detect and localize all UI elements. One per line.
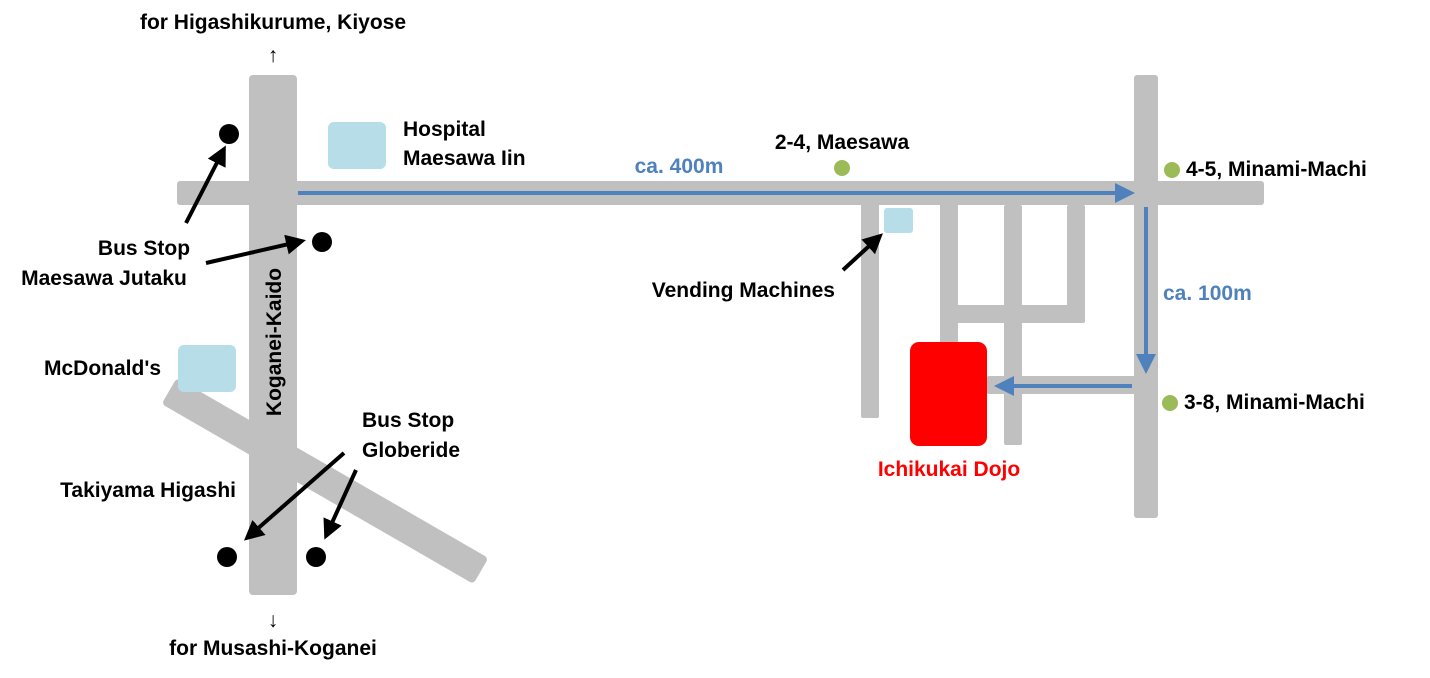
hospital-building [328, 122, 386, 169]
north-direction-label: for Higashikurume, Kiyose [140, 11, 406, 34]
hospital-label-line2: Maesawa Iin [403, 147, 526, 170]
south-arrow-glyph: ↓ [268, 609, 279, 632]
road-label-koganei-kaido: Koganei-Kaido [263, 268, 286, 416]
mcdonalds-building [178, 345, 236, 392]
pointer-arrow-bus-stop-north [184, 145, 226, 224]
dojo-label: Ichikukai Dojo [878, 458, 1020, 481]
address-label-minami-38: 3-8, Minami-Machi [1184, 391, 1365, 414]
bus-stop-maesawa-label-line1: Bus Stop [98, 237, 190, 260]
pointer-arrow-vending [841, 233, 883, 272]
vending-machines-label: Vending Machines [652, 279, 835, 302]
bus-stop-marker-maesawa-east [312, 232, 332, 252]
hospital-label-line1: Hospital [403, 118, 486, 141]
pointer-arrow-bus-stop-east [205, 234, 306, 265]
north-arrow-glyph: ↑ [268, 44, 279, 67]
pointer-arrow-globeride-west [243, 451, 346, 541]
side-street-4 [1067, 205, 1085, 323]
cross-street [950, 305, 1084, 323]
pointer-arrow-globeride-east [323, 469, 358, 540]
address-marker-maesawa [834, 160, 850, 176]
distance-label-east: ca. 400m [635, 155, 724, 178]
bus-stop-marker-globeride-west [217, 547, 237, 567]
south-direction-label: for Musashi-Koganei [169, 637, 377, 660]
side-street-1 [861, 200, 879, 418]
bus-stop-maesawa-label-line2: Maesawa Jutaku [21, 267, 187, 290]
diagonal-road [163, 379, 487, 583]
side-street-3 [1004, 205, 1022, 445]
vending-machines-building [884, 208, 913, 233]
bus-stop-globeride-label-line2: Globeride [362, 439, 460, 462]
bus-stop-globeride-label-line1: Bus Stop [362, 409, 454, 432]
address-label-maesawa: 2-4, Maesawa [775, 131, 910, 154]
takiyama-label: Takiyama Higashi [60, 479, 236, 502]
bus-stop-marker-globeride-east [306, 547, 326, 567]
distance-label-south: ca. 100m [1163, 282, 1252, 305]
address-label-minami-45: 4-5, Minami-Machi [1186, 158, 1367, 181]
side-street-2 [940, 200, 958, 350]
mcdonalds-label: McDonald's [44, 357, 161, 380]
bus-stop-marker-maesawa-north [219, 124, 239, 144]
address-marker-minami-38 [1162, 395, 1178, 411]
dojo-building [910, 342, 987, 446]
address-marker-minami-45 [1164, 162, 1180, 178]
